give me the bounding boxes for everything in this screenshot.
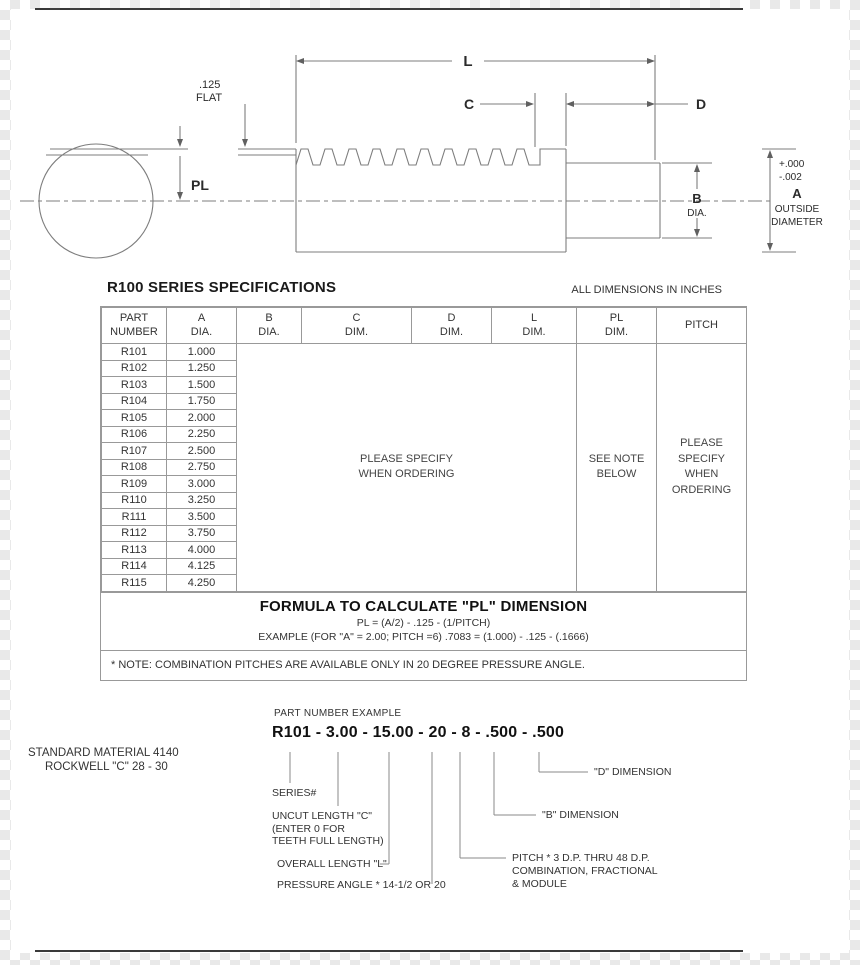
callout-d-dimension: "D" DIMENSION xyxy=(594,766,672,778)
formula-section: FORMULA TO CALCULATE "PL" DIMENSION PL =… xyxy=(101,591,746,650)
table-title-row: R100 SERIES SPECIFICATIONS ALL DIMENSION… xyxy=(100,279,746,296)
formula-line-1: PL = (A/2) - .125 - (1/PITCH) xyxy=(356,616,491,629)
part-number-example: R101 - 3.00 - 15.00 - 20 - 8 - .500 - .5… xyxy=(272,724,565,741)
callout-overall-length: OVERALL LENGTH "L" xyxy=(277,858,387,870)
callout-uncut-length: UNCUT LENGTH "C" (ENTER 0 FOR TEETH FULL… xyxy=(272,810,384,847)
bottom-edge-line xyxy=(35,950,743,952)
material-note: STANDARD MATERIAL 4140 ROCKWELL "C" 28 -… xyxy=(28,746,179,774)
formula-line-2: EXAMPLE (FOR "A" = 2.00; PITCH =6) .7083… xyxy=(258,630,589,643)
part-number-example-heading: PART NUMBER EXAMPLE xyxy=(274,708,402,719)
callout-series: SERIES# xyxy=(272,787,317,799)
col-pitch: PITCH xyxy=(656,307,747,344)
material-line-2: ROCKWELL "C" 28 - 30 xyxy=(45,761,168,773)
material-line-1: STANDARD MATERIAL 4140 xyxy=(28,747,179,759)
pressure-angle-note: * NOTE: COMBINATION PITCHES ARE AVAILABL… xyxy=(101,649,746,680)
units-note: ALL DIMENSIONS IN INCHES xyxy=(571,284,722,296)
callout-b-dimension: "B" DIMENSION xyxy=(542,809,619,821)
callout-pressure-angle: PRESSURE ANGLE * 14-1/2 OR 20 xyxy=(277,879,446,891)
callout-pitch: PITCH * 3 D.P. THRU 48 D.P. COMBINATION,… xyxy=(512,852,658,890)
top-edge-line xyxy=(35,8,743,10)
table-title: R100 SERIES SPECIFICATIONS xyxy=(107,279,337,296)
formula-title: FORMULA TO CALCULATE "PL" DIMENSION xyxy=(259,597,588,615)
